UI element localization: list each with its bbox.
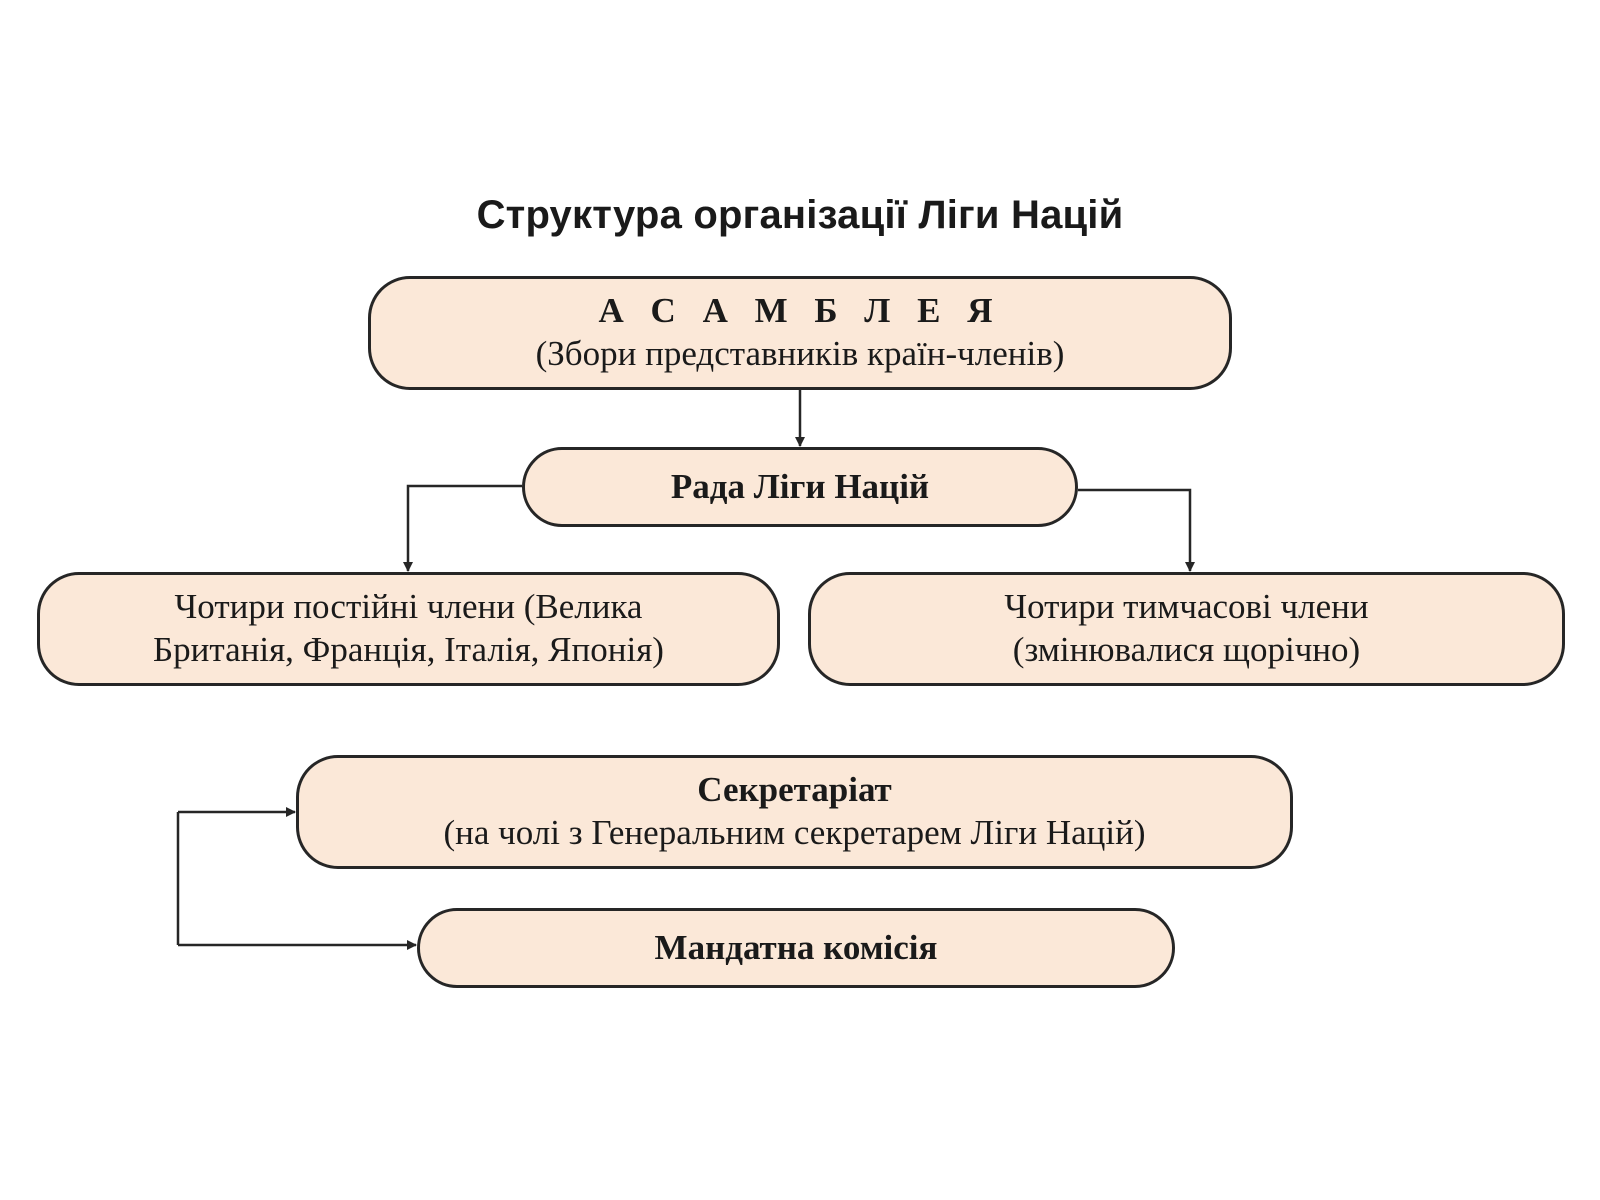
council-title: Рада Ліги Націй [670, 466, 930, 506]
permanent-members-line1: Чотири постійні члени (Велика [174, 587, 643, 627]
temporary-members-node: Чотири тимчасові члени (змінювалися щорі… [808, 572, 1565, 686]
temporary-members-line1: Чотири тимчасові члени [1004, 587, 1369, 627]
diagram-title: Структура організації Ліги Націй [476, 193, 1124, 237]
temporary-members-line2: (змінювалися щорічно) [1012, 630, 1361, 669]
permanent-members-node: Чотири постійні члени (Велика Британія, … [37, 572, 780, 686]
secretariat-title: Секретаріат [697, 770, 892, 810]
arrow-council-to-permanent [403, 484, 522, 572]
assembly-node: А С А М Б Л Е Я (Збори представників кра… [368, 276, 1232, 390]
secretariat-node: Секретаріат (на чолі з Генеральним секре… [296, 755, 1293, 869]
permanent-members-line2: Британія, Франція, Італія, Японія) [153, 630, 664, 669]
assembly-title: А С А М Б Л Е Я [598, 291, 1002, 331]
mandate-commission-node: Мандатна комісія [417, 908, 1175, 988]
assembly-subtitle: (Збори представників країн-членів) [535, 334, 1065, 373]
secretariat-subtitle: (на чолі з Генеральним секретарем Ліги Н… [443, 813, 1146, 852]
mandate-commission-title: Мандатна комісія [654, 927, 938, 967]
arrow-council-to-temporary [1078, 488, 1195, 572]
council-node: Рада Ліги Націй [522, 447, 1078, 527]
